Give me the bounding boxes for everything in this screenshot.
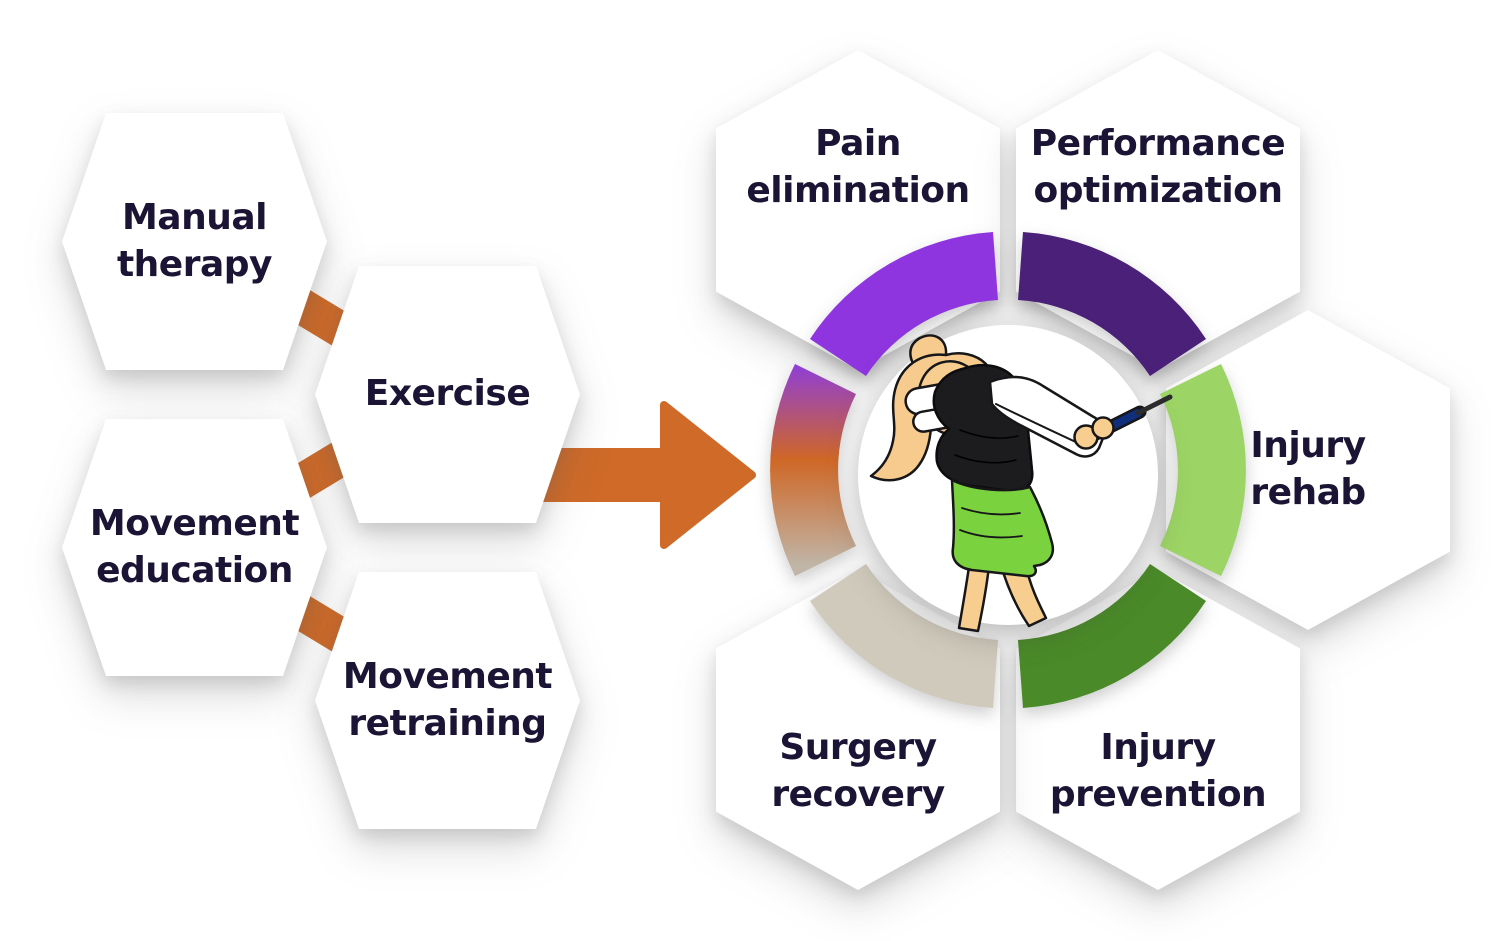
hexagon-movement-education: Movement education xyxy=(62,419,327,676)
label-injury-rehab: Injury rehab xyxy=(1250,425,1366,513)
ring-segment-injury-prevention xyxy=(1018,564,1206,708)
label-performance-optimization: Performance optimization xyxy=(1030,123,1286,211)
label-movement-retraining: Movement retraining xyxy=(342,655,553,744)
ring-segment-performance-optimization xyxy=(1018,232,1206,376)
label-pain-elimination: Pain elimination xyxy=(746,123,970,211)
label-injury-prevention: Injury prevention xyxy=(1049,727,1267,815)
golfer-hand-icon xyxy=(1091,416,1115,440)
golfer-skirt-crease xyxy=(959,529,1023,539)
hexagon-manual-therapy: Manual therapy xyxy=(62,113,327,370)
hexagon-performance-optimization: Performance optimization xyxy=(1016,50,1300,370)
label-manual-therapy: Manual therapy xyxy=(116,196,273,285)
ring-segment-surgery-recovery xyxy=(810,564,998,708)
golfer-skirt-icon xyxy=(950,478,1055,578)
golfer-left-leg-icon xyxy=(957,558,991,633)
label-exercise: Exercise xyxy=(364,373,531,415)
golf-club-shaft-icon xyxy=(1135,394,1173,416)
golfer-illustration xyxy=(869,334,1173,633)
hexagon-exercise: Exercise xyxy=(315,266,580,523)
golfer-skirt-crease xyxy=(961,507,1021,516)
outcome-ring xyxy=(770,232,1246,708)
golfer-arm-divider xyxy=(995,403,1081,445)
golfer-shirt-crease xyxy=(954,454,1017,464)
ring-segment-injury-rehab xyxy=(1160,364,1246,576)
golfer-shirt-crease xyxy=(959,429,1019,439)
label-movement-education: Movement education xyxy=(89,502,300,591)
label-surgery-recovery: Surgery recovery xyxy=(771,727,945,815)
ring-segment-input-gradient xyxy=(770,364,856,576)
ring-segment-pain-elimination xyxy=(810,232,998,376)
hexagon-movement-retraining: Movement retraining xyxy=(315,572,580,829)
